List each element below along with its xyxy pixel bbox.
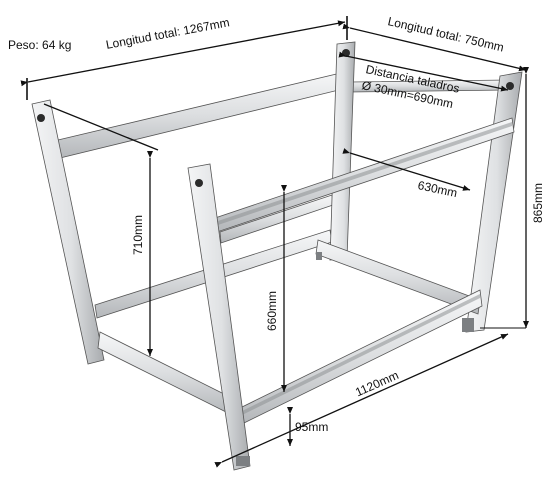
base-rail-left xyxy=(97,331,233,415)
hole-far-right xyxy=(506,82,514,90)
foot-back xyxy=(316,252,322,260)
post-far-right xyxy=(465,71,523,333)
hole-front xyxy=(195,179,203,187)
foot-front xyxy=(236,456,250,466)
height-total-label: 865mm xyxy=(531,182,546,224)
dim-hole-distance xyxy=(338,51,509,92)
hole-back-left xyxy=(37,114,45,122)
post-back-left xyxy=(31,99,105,365)
hole-back-middle xyxy=(342,49,350,57)
height-mid-label: 660mm xyxy=(265,290,280,332)
back-top-rail xyxy=(57,71,348,159)
weight-label: Peso: 64 kg xyxy=(8,38,72,52)
foot-right xyxy=(462,318,474,332)
foot-height-label: 95mm xyxy=(295,420,329,434)
dim-inner-width xyxy=(342,148,471,191)
base-rail-right xyxy=(315,239,481,315)
height-inner-label: 710mm xyxy=(131,214,146,256)
dim-base-length xyxy=(214,333,509,468)
dim-total-length xyxy=(20,20,346,87)
